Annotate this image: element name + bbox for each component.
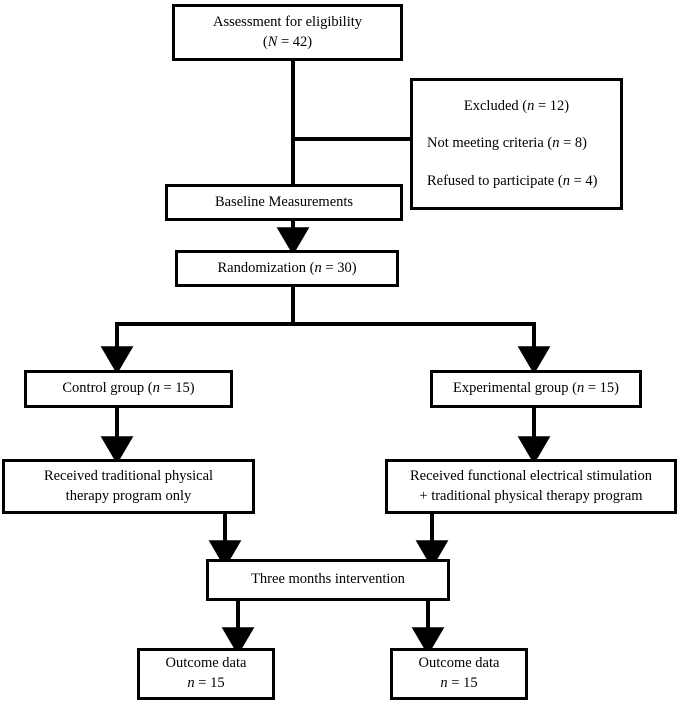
node-outcome-left-line2: n = 15 [187, 675, 225, 691]
node-outcome-data-experimental[interactable]: Outcome data n = 15 [390, 648, 528, 700]
node-randomization[interactable]: Randomization (n = 30) [175, 250, 399, 287]
node-experimental-group[interactable]: Experimental group (n = 15) [430, 370, 642, 408]
node-experimental-intervention[interactable]: Received functional electrical stimulati… [385, 459, 677, 514]
node-control-intervention[interactable]: Received traditional physical therapy pr… [2, 459, 255, 514]
node-three-months-line1: Three months intervention [251, 571, 405, 588]
node-three-months-intervention[interactable]: Three months intervention [206, 559, 450, 601]
node-outcome-left-line1: Outcome data [165, 655, 247, 672]
node-assessment-line1: Assessment for eligibility [212, 13, 362, 30]
node-assessment-line2: (N = 42) [262, 33, 313, 50]
node-randomization-line1: Randomization (n = 30) [217, 259, 357, 276]
node-control-intervention-line1: Received traditional physical [43, 467, 214, 484]
node-baseline-line1: Baseline Measurements [214, 193, 354, 210]
node-control-intervention-line2: therapy program only [65, 487, 192, 504]
node-assessment-for-eligibility[interactable]: Assessment for eligibility (N = 42) [172, 4, 403, 61]
node-experimental-intervention-line2: + traditional physical therapy program [419, 487, 643, 504]
node-control-group[interactable]: Control group (n = 15) [24, 370, 233, 408]
node-experimental-intervention-line1: Received functional electrical stimulati… [410, 467, 652, 484]
node-excluded-line2: Not meeting criteria (n = 8) [427, 135, 587, 152]
node-excluded[interactable]: Excluded (n = 12) Not meeting criteria (… [410, 78, 623, 210]
node-experimental-group-line1: Experimental group (n = 15) [452, 380, 620, 397]
node-excluded-line1: Excluded (n = 12) [463, 97, 570, 114]
node-baseline-measurements[interactable]: Baseline Measurements [165, 184, 403, 221]
node-outcome-right-line1: Outcome data [418, 655, 500, 672]
node-outcome-right-line2: n = 15 [440, 675, 478, 691]
node-excluded-line3: Refused to participate (n = 4) [427, 172, 598, 189]
node-outcome-data-control[interactable]: Outcome data n = 15 [137, 648, 275, 700]
node-control-group-line1: Control group (n = 15) [62, 380, 195, 397]
